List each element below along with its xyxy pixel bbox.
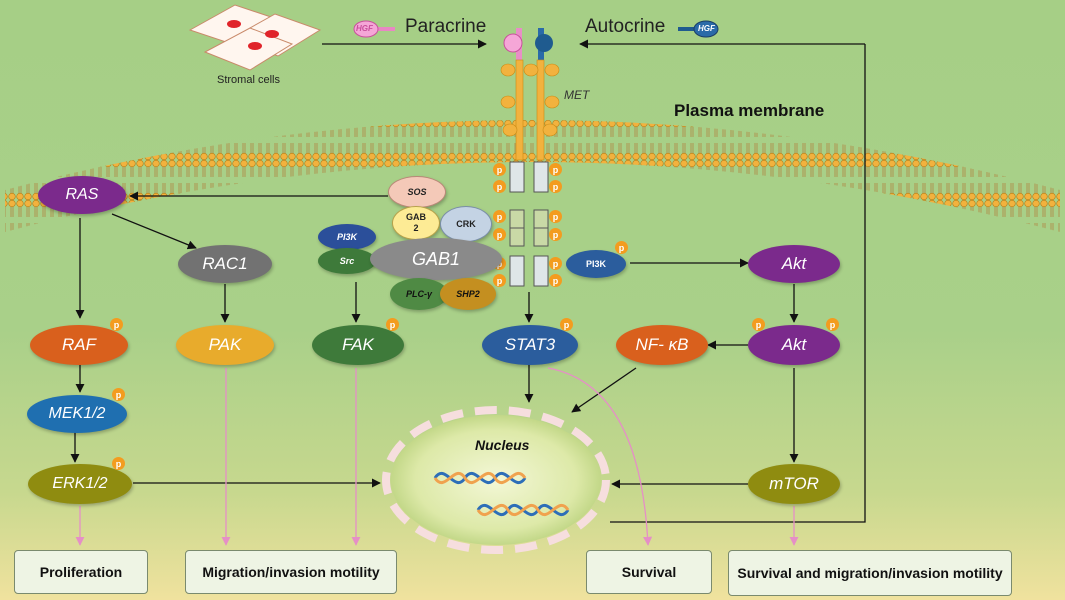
met-receptor: [500, 28, 560, 287]
shp2-node: SHP2: [440, 278, 496, 310]
dna-icon: [433, 471, 570, 517]
phospho-badge: p: [549, 163, 562, 176]
pak-node: PAK: [176, 325, 274, 365]
mek-node: MEK1/2: [27, 395, 127, 433]
phospho-badge: p: [826, 318, 839, 331]
phospho-badge: p: [615, 241, 628, 254]
nfkb-node: NF- κB: [616, 325, 708, 365]
src-node: Src: [318, 248, 376, 274]
phospho-badge: p: [112, 457, 125, 470]
phospho-badge: p: [493, 228, 506, 241]
met-label: MET: [564, 88, 590, 102]
nucleus: [382, 406, 610, 554]
plcg-node: PLC-γ: [390, 278, 448, 310]
hgf-label-paracrine: HGF: [356, 24, 373, 33]
akt-node-upper: Akt: [748, 245, 840, 283]
plasma-membrane-label: Plasma membrane: [674, 101, 825, 120]
phospho-badge: p: [549, 228, 562, 241]
mtor-node: mTOR: [748, 464, 840, 504]
stromal-cells-icon: [188, 4, 322, 71]
phospho-badge: p: [560, 318, 573, 331]
pi3k-left-node: PI3K: [318, 224, 376, 250]
phospho-badge: p: [112, 388, 125, 401]
plasma-membrane: [5, 120, 1060, 232]
hgf-label-autocrine: HGF: [698, 24, 715, 33]
pi3k-right-node: PI3K: [566, 250, 626, 278]
phospho-badge: p: [493, 210, 506, 223]
stromal-cells-label: Stromal cells: [217, 74, 280, 86]
fak-node: FAK: [312, 325, 404, 365]
proliferation-box: Proliferation: [14, 550, 148, 594]
hgf-autocrine-icon: [678, 20, 719, 38]
signal-arrows: [70, 39, 866, 523]
phospho-badge: p: [549, 180, 562, 193]
crk-node: CRK: [440, 206, 492, 242]
outcome-arrows: [75, 367, 799, 546]
phospho-badge: p: [110, 318, 123, 331]
raf-node: RAF: [30, 325, 128, 365]
migration-box: Migration/invasion motility: [185, 550, 397, 594]
akt-node-lower: Akt: [748, 325, 840, 365]
survival-box: Survival: [586, 550, 712, 594]
phospho-badge: p: [493, 180, 506, 193]
phospho-badge: p: [549, 274, 562, 287]
phospho-badge: p: [493, 274, 506, 287]
hgf-paracrine-icon: [353, 20, 395, 38]
phospho-badge: p: [549, 210, 562, 223]
rac1-node: RAC1: [178, 245, 272, 283]
sos-node: SOS: [388, 176, 446, 208]
erk-node: ERK1/2: [28, 464, 132, 504]
phospho-badge: p: [752, 318, 765, 331]
gab1-node: GAB1: [370, 238, 502, 280]
phospho-badge: p: [386, 318, 399, 331]
stat3-node: STAT3: [482, 325, 578, 365]
paracrine-label: Paracrine: [405, 16, 487, 37]
phospho-badge: p: [549, 257, 562, 270]
survival-migration-box: Survival and migration/invasion motility: [728, 550, 1012, 596]
autocrine-label: Autocrine: [585, 16, 666, 37]
nucleus-label: Nucleus: [475, 437, 530, 453]
phospho-badge: p: [493, 163, 506, 176]
gab2-node: GAB 2: [392, 206, 440, 240]
ras-node: RAS: [38, 176, 126, 214]
